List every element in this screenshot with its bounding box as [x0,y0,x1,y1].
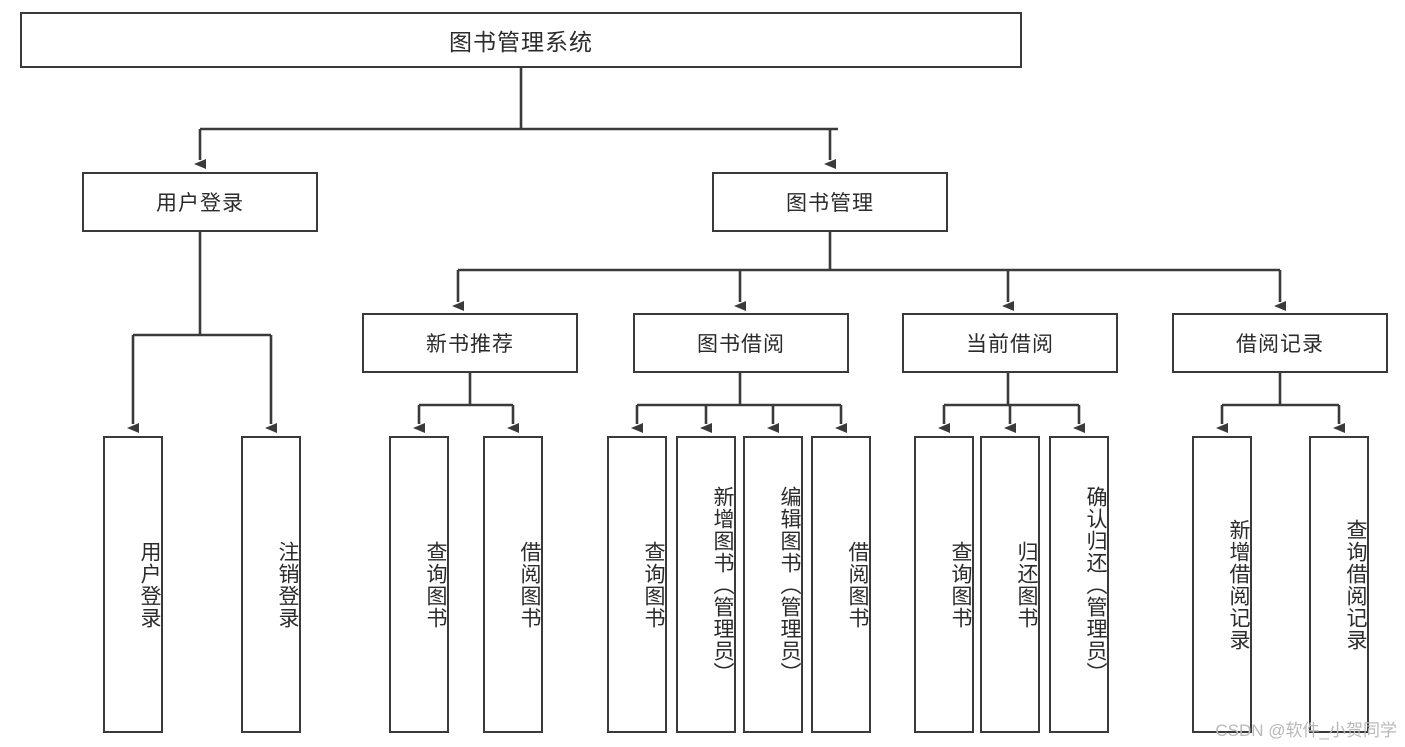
leaf-edit-book-admin[interactable]: 编辑图书（管理员） [743,436,803,733]
node-root-system[interactable]: 图书管理系统 [20,12,1022,68]
leaf-return-book[interactable]: 归还图书 [980,436,1040,733]
leaf-query-borrow-record[interactable]: 查询借阅记录 [1309,436,1369,733]
leaf-confirm-return-admin[interactable]: 确认归还（管理员） [1049,436,1109,733]
node-book-manage[interactable]: 图书管理 [712,172,948,232]
node-book-borrow[interactable]: 图书借阅 [633,313,849,373]
leaf-query-book-borrow[interactable]: 查询图书 [607,436,667,733]
node-user-login[interactable]: 用户登录 [82,172,318,232]
leaf-query-book-current[interactable]: 查询图书 [914,436,974,733]
leaf-borrow-book-recommend[interactable]: 借阅图书 [483,436,543,733]
leaf-borrow-book-borrow[interactable]: 借阅图书 [811,436,871,733]
leaf-logout[interactable]: 注销登录 [241,436,301,733]
watermark-text: CSDN @软件_小贺同学 [1215,721,1397,740]
leaf-query-book-recommend[interactable]: 查询图书 [389,436,449,733]
node-current-borrow[interactable]: 当前借阅 [902,313,1118,373]
node-borrow-record[interactable]: 借阅记录 [1172,313,1388,373]
leaf-user-login[interactable]: 用户登录 [103,436,163,733]
leaf-add-book-admin[interactable]: 新增图书（管理员） [676,436,736,733]
node-new-book-recommend[interactable]: 新书推荐 [362,313,578,373]
leaf-add-borrow-record[interactable]: 新增借阅记录 [1192,436,1252,733]
